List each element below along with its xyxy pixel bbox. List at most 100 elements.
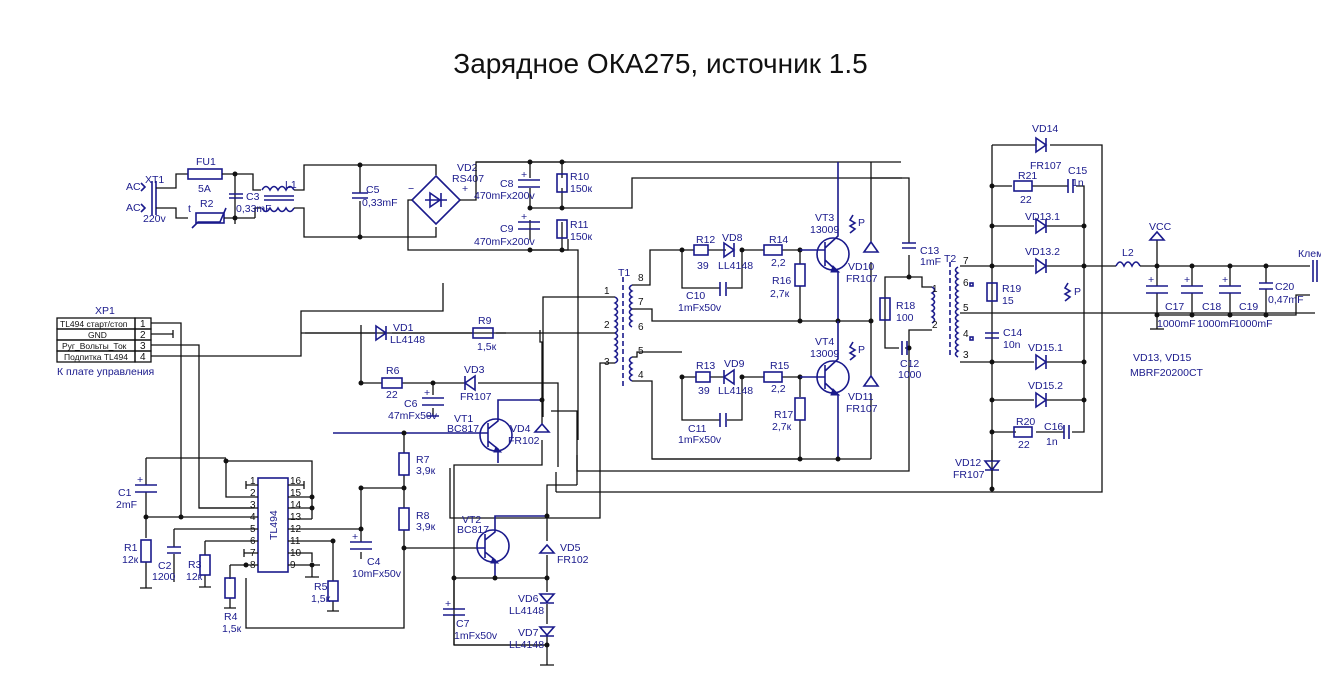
vd5-ref: VD5 bbox=[560, 542, 581, 554]
vd12-value: FR107 bbox=[953, 469, 985, 481]
c1-plus: + bbox=[137, 474, 143, 486]
r4-value: 1,5к bbox=[222, 623, 242, 635]
c12-value: 1000 bbox=[898, 369, 922, 381]
r20-ref: R20 bbox=[1016, 416, 1035, 428]
diode-vd13-1 bbox=[1035, 217, 1048, 235]
r6-ref: R6 bbox=[386, 365, 400, 377]
t1-pin-8: 8 bbox=[638, 273, 644, 284]
tl494-right-pins: 16 15 14 13 12 11 10 9 bbox=[290, 476, 302, 571]
capacitor-c11 bbox=[719, 413, 727, 427]
c19-value: 1000mF bbox=[1234, 318, 1273, 330]
vt4-value: 13009 bbox=[810, 348, 839, 360]
resistor-r12 bbox=[693, 244, 709, 256]
r18-value: 100 bbox=[896, 312, 914, 324]
r5-ref: R5 bbox=[314, 581, 328, 593]
xp1-ref: XP1 bbox=[95, 305, 115, 317]
vd8-ref: VD8 bbox=[722, 232, 743, 244]
vd2-minus: − bbox=[408, 183, 414, 195]
c2-ref: C2 bbox=[158, 560, 172, 572]
capacitor-c10 bbox=[719, 282, 727, 296]
driver-upper: R12 39 VD8 LL4148 R14 2,2 R16 2,7к C10 1… bbox=[678, 162, 880, 324]
svg-text:2: 2 bbox=[250, 488, 256, 499]
resistor-r10 bbox=[556, 173, 568, 193]
r12-value: 39 bbox=[697, 260, 709, 272]
resistor-r4 bbox=[224, 577, 236, 599]
capacitor-c13 bbox=[902, 242, 916, 249]
c10-value: 1mFx50v bbox=[678, 302, 722, 314]
fu1-ref: FU1 bbox=[196, 156, 216, 168]
fu1-value: 5A bbox=[198, 183, 211, 195]
r13-ref: R13 bbox=[696, 360, 715, 372]
vd9-ref: VD9 bbox=[724, 358, 745, 370]
c18-value: 1000mF bbox=[1197, 318, 1236, 330]
vd5-value: FR102 bbox=[557, 554, 589, 566]
c12-ref: C12 bbox=[900, 358, 919, 370]
r3-ref: R3 bbox=[188, 559, 202, 571]
vd6-ref: VD6 bbox=[518, 593, 539, 605]
vt1-ref: VT1 bbox=[454, 413, 473, 425]
diode-vd4 bbox=[533, 422, 551, 433]
xp1-pin2-num: 2 bbox=[140, 330, 146, 341]
transistor-vt3 bbox=[816, 237, 850, 271]
r7-value: 3,9к bbox=[416, 465, 436, 477]
r8-value: 3,9к bbox=[416, 521, 436, 533]
vd6-value: LL4148 bbox=[509, 605, 544, 617]
tl494-left-pins: 1 2 3 4 5 6 7 8 bbox=[250, 476, 256, 571]
capacitor-c15 bbox=[1067, 179, 1074, 193]
r16-value: 2,7к bbox=[770, 288, 790, 300]
ac-arrow-icon bbox=[140, 182, 147, 213]
fuse-fu1 bbox=[187, 168, 223, 180]
c20-value: 0,47mF bbox=[1268, 294, 1304, 306]
xp1-caption: К плате управления bbox=[57, 366, 154, 378]
t2-primary: C13 1mF R18 100 C12 1000 1 2 T2 7 6 5 4 … bbox=[551, 177, 974, 472]
t1-pin-6: 6 bbox=[638, 322, 644, 333]
r9-ref: R9 bbox=[478, 315, 492, 327]
r21-value: 22 bbox=[1020, 194, 1032, 206]
r19-value: 15 bbox=[1002, 295, 1014, 307]
note-vd13-vd15: VD13, VD15 bbox=[1133, 352, 1192, 364]
r1-value: 12к bbox=[122, 554, 139, 566]
c1-value: 2mF bbox=[116, 499, 137, 511]
c11-ref: C11 bbox=[688, 423, 707, 435]
t2-pin-6: 6 bbox=[963, 278, 969, 289]
resistor-r13 bbox=[695, 371, 711, 383]
resistor-r5 bbox=[327, 580, 339, 602]
vd1-ref: VD1 bbox=[393, 322, 414, 334]
output-terminal-klem[interactable] bbox=[1312, 260, 1318, 282]
resistor-r20 bbox=[1013, 426, 1033, 438]
c15-value: 1n bbox=[1072, 177, 1084, 189]
c10-ref: C10 bbox=[686, 290, 705, 302]
connector-xp1[interactable]: XP1 TL494 старт/стоп GND Рyг_Вольты_Ток … bbox=[56, 283, 444, 518]
note-mbrf20200ct: MBRF20200CT bbox=[1130, 367, 1204, 379]
resistor-r17 bbox=[794, 397, 806, 421]
t1-pin-1: 1 bbox=[604, 286, 610, 297]
resistor-r11 bbox=[556, 219, 568, 239]
c14-value: 10n bbox=[1003, 339, 1021, 351]
diode-vd15-1 bbox=[1035, 353, 1048, 371]
capacitor-c16 bbox=[1063, 425, 1070, 439]
tl494-label: TL494 bbox=[268, 510, 280, 540]
vd2-plus: + bbox=[462, 183, 468, 195]
r20-value: 22 bbox=[1018, 439, 1030, 451]
resistor-r8 bbox=[398, 507, 410, 531]
r19-ref: R19 bbox=[1002, 283, 1021, 295]
vd15-2-ref: VD15.2 bbox=[1028, 380, 1063, 392]
vd10-value: FR107 bbox=[846, 273, 878, 285]
t1-ref: T1 bbox=[618, 267, 630, 279]
c18-ref: C18 bbox=[1202, 301, 1221, 313]
vd10-ref: VD10 bbox=[848, 261, 874, 273]
xp1-pin1-num: 1 bbox=[140, 319, 146, 330]
c4-value: 10mFx50v bbox=[352, 568, 402, 580]
secondary-rectifier: VD14 FR107 R21 22 C15 1n VD13.1 VD13.2 R… bbox=[555, 123, 1315, 493]
c1-ref: C1 bbox=[118, 487, 132, 499]
t2-pin-3: 3 bbox=[963, 350, 969, 361]
diode-vd11 bbox=[862, 374, 880, 387]
vd1-value: LL4148 bbox=[390, 334, 425, 346]
r11-ref: R11 bbox=[570, 219, 589, 231]
c9-plus: + bbox=[521, 211, 527, 223]
r17-ref: R17 bbox=[774, 409, 793, 421]
heatsink-icon-3 bbox=[1063, 282, 1072, 302]
driver-lower: R13 39 VD9 LL4148 R15 2,2 R17 2,7к C11 1… bbox=[652, 321, 880, 462]
xp1-pin4-num: 4 bbox=[140, 352, 146, 363]
c19-ref: C19 bbox=[1239, 301, 1258, 313]
